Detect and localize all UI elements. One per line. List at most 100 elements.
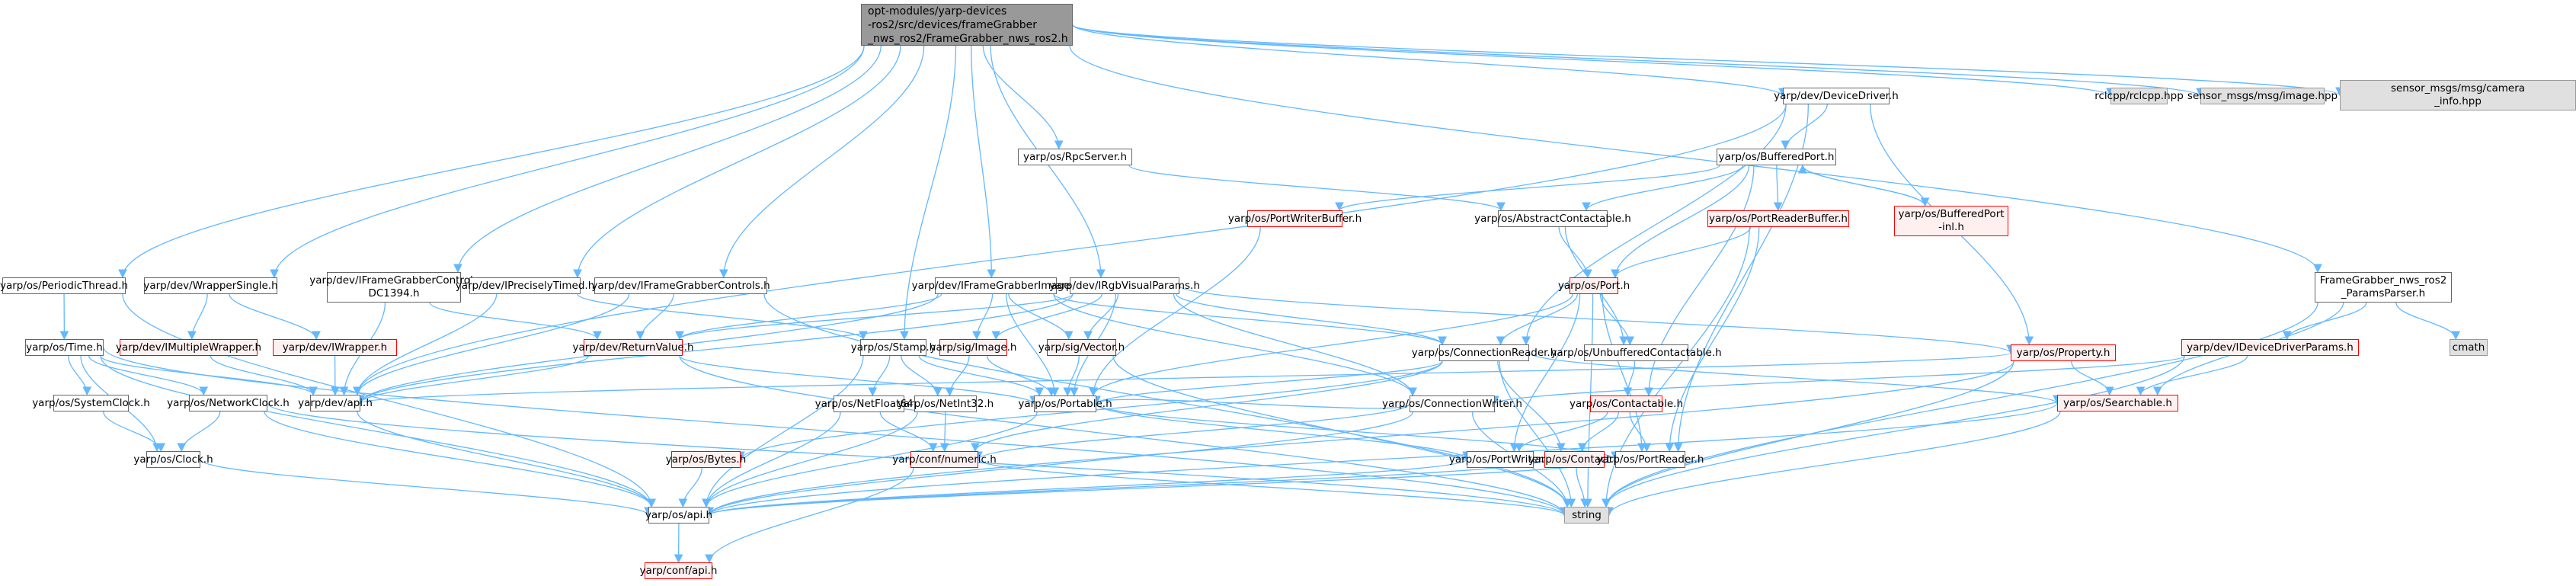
edge-root-to-stamp — [900, 45, 957, 341]
edge-devicedriver-to-connectionreader — [1522, 104, 1787, 346]
node-os-api[interactable]: yarp/os/api.h — [645, 507, 712, 524]
edge-root-to-periodicthread — [118, 45, 865, 279]
node-sig-image[interactable]: yarp/sig/Image.h — [930, 339, 1016, 356]
node-network-clock[interactable]: yarp/os/NetworkClock.h — [167, 395, 290, 411]
edge-bufferedport-to-port — [1611, 165, 1750, 279]
edge-systemclock-to-clock — [103, 411, 166, 453]
edge-irgbvisual-to-sigimage — [991, 293, 1102, 341]
node-sig-vector[interactable]: yarp/sig/Vector.h — [1038, 339, 1125, 356]
node-buffered-port-inl[interactable]: yarp/os/BufferedPort -inl.h — [1894, 206, 2008, 236]
edge-unbufferedcontactable-to-contactable — [1623, 360, 1636, 397]
node-time[interactable]: yarp/os/Time.h — [25, 339, 104, 356]
node-abstract-contactable[interactable]: yarp/os/AbstractContactable.h — [1474, 210, 1631, 227]
node-port-writer-buffer[interactable]: yarp/os/PortWriterBuffer.h — [1228, 210, 1362, 227]
edge-irgbvisual-to-connectionwriter — [1173, 293, 1417, 397]
node-periodic-thread[interactable]: yarp/os/PeriodicThread.h — [0, 277, 128, 294]
node-system-clock[interactable]: yarp/os/SystemClock.h — [32, 395, 150, 411]
edge-wrappersingle-to-imultiplewrapper — [187, 293, 208, 341]
node-conf-api[interactable]: yarp/conf/api.h — [640, 562, 717, 579]
node-buffered-port[interactable]: yarp/os/BufferedPort.h — [1717, 149, 1836, 165]
edge-returnvalue-to-string — [679, 355, 1569, 517]
node-searchable[interactable]: yarp/os/Searchable.h — [2057, 395, 2178, 411]
edge-portwriter-to-osapi — [705, 459, 1467, 517]
edge-contact-to-string — [1576, 467, 1589, 508]
edge-time-to-systemclock — [68, 355, 92, 396]
node-iprecisely-timed[interactable]: yarp/dev/IPreciselyTimed.h — [456, 277, 594, 294]
node-imultiplewrapper[interactable]: yarp/dev/IMultipleWrapper.h — [116, 339, 261, 356]
node-netfloat64[interactable]: yarp/os/NetFloat64.h — [815, 395, 923, 412]
edge-netint32-to-numeric — [939, 411, 949, 453]
edge-root-to-ifgimage — [971, 45, 997, 279]
edge-contactable-to-portwriter — [1515, 411, 1608, 453]
edge-portreaderbuffer-to-portreader — [1665, 226, 1760, 453]
node-unbuffered-contactable[interactable]: yarp/os/UnbufferedContactable.h — [1550, 344, 1722, 361]
node-string[interactable]: string — [1564, 507, 1609, 524]
edge-wrappersingle-to-iwrapper — [229, 293, 321, 341]
node-port-reader[interactable]: yarp/os/PortReader.h — [1597, 451, 1704, 468]
edge-clock-to-osapi — [200, 459, 653, 517]
edge-connectionwriter-to-portable — [1092, 395, 1410, 409]
edge-numeric-to-string — [978, 459, 1569, 517]
edge-abstractcontactable-to-port — [1558, 226, 1592, 279]
edge-bufferedport-to-contactable — [1644, 165, 1755, 397]
node-property[interactable]: yarp/os/Property.h — [2011, 344, 2116, 361]
node-bytes[interactable]: yarp/os/Bytes.h — [666, 451, 746, 468]
edge-devicedriver-to-devapi — [353, 104, 1787, 396]
node-conf-numeric[interactable]: yarp/conf/numeric.h — [892, 451, 997, 468]
node-sensor-msgs-camera-info[interactable]: sensor_msgs/msg/camera _info.hpp — [2340, 80, 2576, 110]
edge-rpcserver-to-abstractcontactable — [1128, 165, 1506, 212]
edge-irgbvisual-to-connectionreader — [1176, 293, 1447, 346]
node-portable[interactable]: yarp/os/Portable.h — [1018, 395, 1112, 412]
node-sensor-msgs-image[interactable]: sensor_msgs/msg/image.hpp — [2187, 88, 2338, 104]
node-stamp[interactable]: yarp/os/Stamp.h — [851, 339, 936, 356]
node-port-writer[interactable]: yarp/os/PortWriter.h — [1449, 451, 1551, 468]
node-iframegrabbercontrols-dc1394[interactable]: yarp/dev/IFrameGrabberControls DC1394.h — [309, 272, 478, 303]
edge-ideviceparams-to-string — [1602, 355, 2185, 508]
edge-root-to-ifgcontrols — [719, 45, 925, 279]
node-iframegrabberimage[interactable]: yarp/dev/IFrameGrabberImage.h — [912, 277, 1080, 294]
edge-portwriterbuffer-to-portable — [1089, 226, 1261, 397]
edge-ifgimage-to-connectionwriter — [1053, 293, 1417, 397]
edge-ideviceparams-to-searchable — [2136, 355, 2248, 396]
node-params-parser[interactable]: FrameGrabber_nws_ros2 _ParamsParser.h — [2315, 272, 2452, 303]
edge-port-to-portreader — [1602, 293, 1646, 453]
edge-irgbvisual-to-devapi — [356, 293, 1074, 405]
node-device-driver[interactable]: yarp/dev/DeviceDriver.h — [1774, 88, 1899, 104]
edge-bufferedport-to-portwriterbuffer — [1335, 165, 1720, 212]
edge-ipreciselytimed-to-devapi — [353, 293, 498, 396]
edge-portable-to-osapi — [702, 411, 1038, 508]
node-rclcpp[interactable]: rclcpp/rclcpp.hpp — [2094, 88, 2184, 104]
node-netint32[interactable]: yarp/os/NetInt32.h — [898, 395, 994, 412]
edge-imultiplewrapper-to-devapi — [210, 355, 318, 396]
edge-stamp-to-portable — [918, 355, 1044, 397]
edge-stamp-to-netfloat64 — [868, 355, 891, 397]
node-return-value[interactable]: yarp/dev/ReturnValue.h — [572, 339, 694, 356]
node-connection-writer[interactable]: yarp/os/ConnectionWriter.h — [1382, 395, 1522, 412]
edge-ifgcontrols-to-returnvalue — [635, 293, 674, 341]
edge-connectionwriter-to-numeric — [974, 403, 1410, 461]
node-port[interactable]: yarp/os/Port.h — [1558, 277, 1630, 294]
edge-root-to-wrappersingle — [270, 45, 865, 279]
node-contactable[interactable]: yarp/os/Contactable.h — [1570, 395, 1683, 412]
node-dev-api[interactable]: yarp/dev/api.h — [298, 395, 373, 411]
node-irgbvisualparams[interactable]: yarp/dev/IRgbVisualParams.h — [1049, 277, 1200, 294]
node-clock[interactable]: yarp/os/Clock.h — [133, 451, 213, 468]
node-wrapper-single[interactable]: yarp/dev/WrapperSingle.h — [143, 277, 278, 294]
edge-periodicthread-to-osapi — [122, 293, 656, 508]
edge-sigvector-to-string — [1112, 355, 1572, 508]
node-connection-reader[interactable]: yarp/os/ConnectionReader.h — [1412, 344, 1557, 361]
edge-devicedriver-to-bufferedport — [1781, 104, 1828, 150]
edge-ifgcontrols-to-devapi — [353, 293, 630, 396]
node-iframegrabbercontrols[interactable]: yarp/dev/IFrameGrabberControls.h — [591, 277, 770, 294]
edge-stamp-to-netint32 — [901, 355, 942, 397]
node-root-frame-grabber-nws-ros2[interactable]: opt-modules/yarp-devices -ros2/src/devic… — [861, 4, 1073, 46]
node-idevicedriverparams[interactable]: yarp/dev/IDeviceDriverParams.h — [2181, 339, 2359, 356]
node-contact[interactable]: yarp/os/Contact.h — [1528, 451, 1621, 468]
node-iwrapper[interactable]: yarp/dev/IWrapper.h — [273, 339, 397, 356]
edge-sigimage-to-netint32 — [945, 355, 970, 397]
node-port-reader-buffer[interactable]: yarp/os/PortReaderBuffer.h — [1707, 210, 1849, 227]
edge-bufferedportinl-to-bufferedport — [1798, 164, 1926, 207]
node-rpc-server[interactable]: yarp/os/RpcServer.h — [1018, 149, 1132, 165]
node-cmath[interactable]: cmath — [2450, 339, 2488, 356]
